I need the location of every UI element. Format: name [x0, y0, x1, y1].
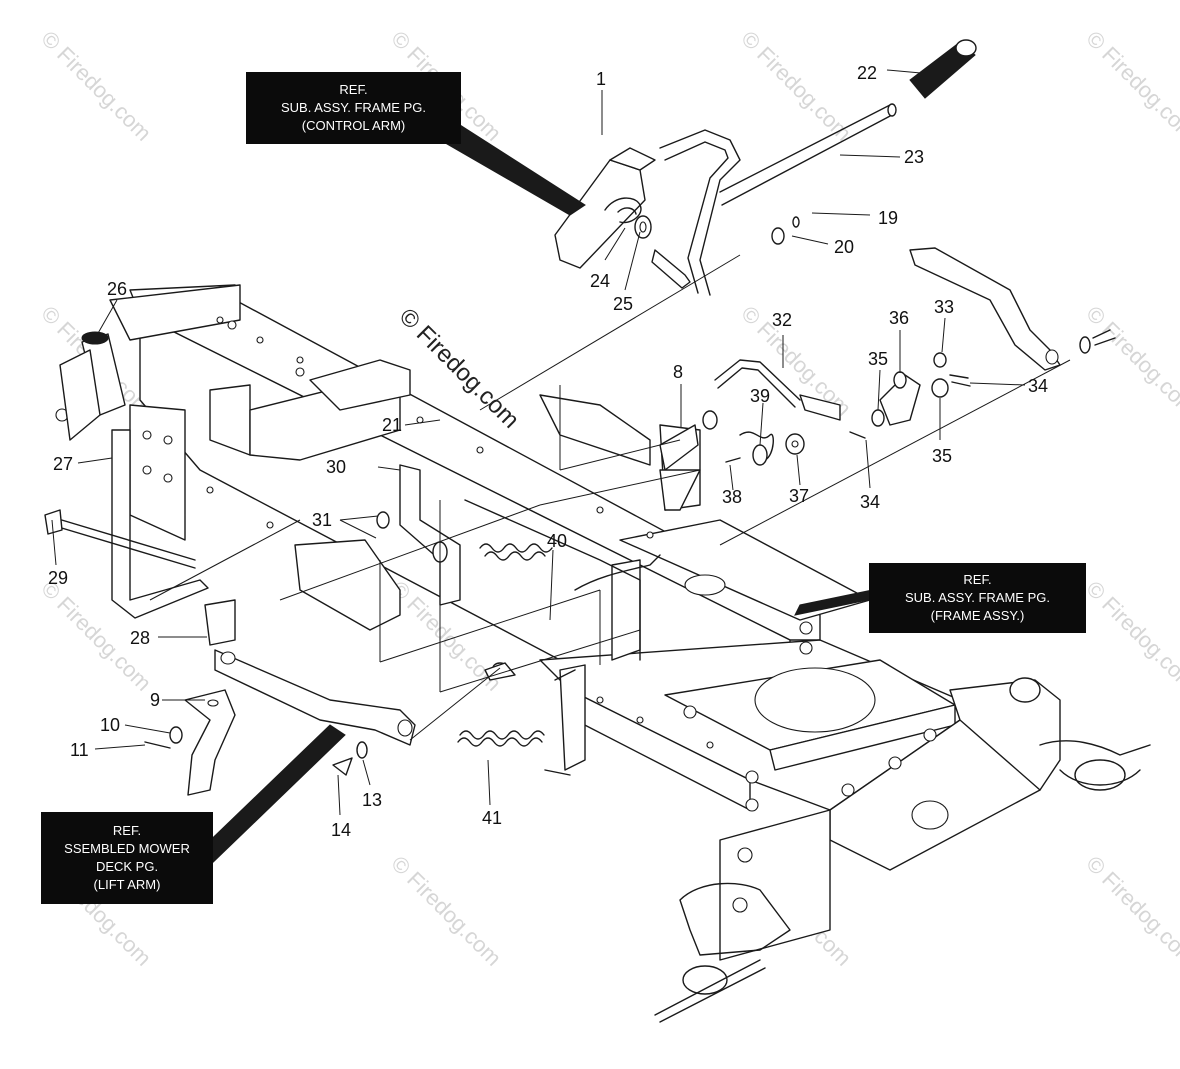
callout-13: 13: [362, 790, 382, 810]
watermark: © Firedog.com: [1081, 576, 1180, 696]
watermark: © Firedog.com: [36, 26, 156, 146]
ref-box-control-arm: REF. SUB. ASSY. FRAME PG. (CONTROL ARM): [246, 72, 461, 144]
ref-box-frame-assy: REF. SUB. ASSY. FRAME PG. (FRAME ASSY.): [869, 563, 1086, 633]
callout-32: 32: [772, 310, 792, 330]
callout-11: 11: [70, 740, 89, 760]
callout-22: 22: [857, 63, 877, 83]
ref-line: (CONTROL ARM): [301, 118, 406, 133]
callout-8: 8: [673, 362, 683, 382]
callout-14: 14: [331, 820, 351, 840]
ref-box-lift-arm: REF. SSEMBLED MOWER DECK PG. (LIFT ARM): [41, 812, 213, 904]
callout-33: 33: [934, 297, 954, 317]
ref-line: (LIFT ARM): [93, 877, 161, 892]
callout-38: 38: [722, 487, 742, 507]
control-arm-assembly: [554, 39, 977, 296]
callout-31: 31: [312, 510, 332, 530]
callout-25: 25: [613, 294, 633, 314]
callout-39: 39: [750, 386, 770, 406]
callout-41: 41: [482, 808, 502, 828]
callout-36: 36: [889, 308, 909, 328]
callout-20: 20: [834, 237, 854, 257]
callout-numbers: 1 8 9 10 11 13 14 19 20 21 22 23 24 25 2…: [48, 63, 1048, 840]
ref-line: REF.: [112, 823, 142, 838]
center-brackets: [209, 359, 701, 771]
callout-1: 1: [596, 69, 606, 89]
callout-21: 21: [382, 415, 402, 435]
ref-line: SUB. ASSY. FRAME PG.: [281, 100, 426, 115]
leader-lines: [51, 69, 1071, 871]
right-linkage: [659, 247, 1116, 511]
callout-35b: 35: [932, 446, 952, 466]
springs: [457, 431, 774, 776]
callout-9: 9: [150, 690, 160, 710]
callout-37: 37: [789, 486, 809, 506]
ref-line: SSEMBLED MOWER: [64, 841, 190, 856]
callout-10: 10: [100, 715, 120, 735]
ref-line: REF.: [963, 572, 992, 587]
ref-line: (FRAME ASSY.): [930, 608, 1025, 623]
ref-line: REF.: [339, 82, 368, 97]
watermark: © Firedog.com: [386, 851, 506, 971]
watermark: © Firedog.com: [1081, 851, 1180, 971]
callout-34b: 34: [860, 492, 880, 512]
lift-arm: [144, 599, 416, 796]
callout-24: 24: [590, 271, 610, 291]
callout-30: 30: [326, 457, 346, 477]
ref-line: DECK PG.: [95, 859, 159, 874]
callout-19: 19: [878, 208, 898, 228]
callout-27: 27: [53, 454, 73, 474]
callout-28b: 29: [48, 568, 68, 588]
callout-34: 34: [1028, 376, 1048, 396]
callout-40: 40: [547, 531, 567, 551]
watermark: © Firedog.com: [736, 26, 856, 146]
callout-35: 35: [868, 349, 888, 369]
lift-lever: [44, 331, 209, 619]
callout-28: 28: [130, 628, 150, 648]
callout-23: 23: [904, 147, 924, 167]
watermark: © Firedog.com: [1081, 26, 1180, 146]
callout-26: 26: [107, 279, 127, 299]
watermark: © Firedog.com: [1081, 301, 1180, 421]
ref-line: SUB. ASSY. FRAME PG.: [905, 590, 1050, 605]
